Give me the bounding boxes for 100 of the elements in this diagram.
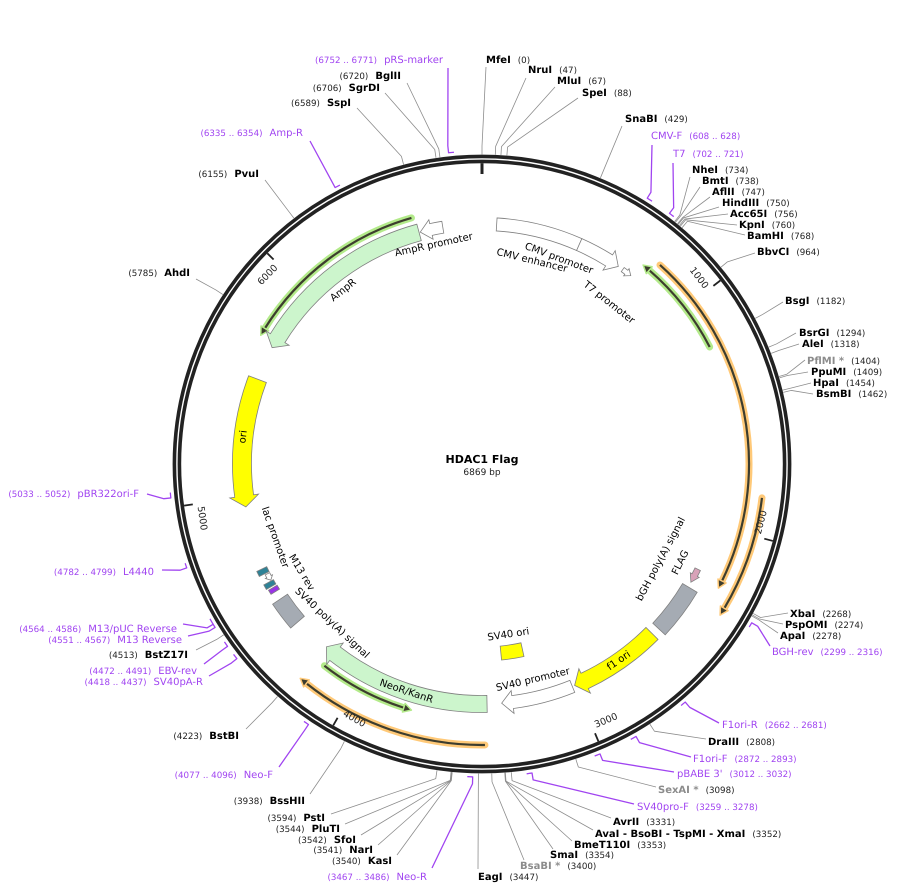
leader-line (682, 220, 746, 236)
cut-position: (3354) (585, 851, 614, 861)
enzyme-name: NheI (692, 165, 718, 176)
enzyme-name: NruI (528, 65, 552, 76)
enzyme-name: BbvCI (757, 247, 790, 258)
enzyme-name: PstI (303, 813, 325, 824)
cut-position: (2278) (812, 632, 842, 642)
leader-line (246, 696, 278, 730)
plasmid-name: HDAC1 Flag (446, 453, 518, 466)
leader-line (510, 772, 612, 818)
leader-line (360, 772, 452, 836)
cut-position: (429) (664, 115, 688, 125)
enzyme-name: SnaBI (625, 114, 658, 125)
leader-line (751, 616, 778, 634)
leader-line (754, 302, 784, 319)
cut-position: (2274) (834, 621, 864, 631)
leader-line (680, 219, 738, 227)
enzyme-name: EagI (478, 872, 502, 883)
enzyme-name: BsmBI (816, 389, 852, 400)
primer-position: (4551 .. 4567) (48, 636, 110, 646)
leader-line (196, 278, 224, 295)
leader-line (406, 82, 440, 158)
enzyme-name: PvuI (234, 169, 259, 180)
leader-line (649, 724, 706, 740)
enzyme-name: PpuMI (811, 367, 846, 378)
feature-box (268, 584, 280, 595)
leader-line (677, 196, 710, 224)
cut-position: (3331) (646, 818, 676, 828)
enzyme-name: SfoI (334, 835, 356, 846)
enzyme-name: KasI (368, 856, 392, 867)
cut-position: (4223) (173, 732, 202, 742)
cut-position: (88) (614, 89, 632, 99)
leader-line (679, 214, 728, 226)
cut-position: (3400) (567, 862, 596, 872)
leader-line (482, 66, 486, 155)
primer-position: (608 .. 628) (689, 132, 740, 142)
cut-position: (3447) (509, 873, 538, 883)
leader-line (264, 180, 294, 219)
feature-block (620, 267, 632, 276)
leader-line (782, 382, 812, 391)
primer-position: (3467 .. 3486) (327, 873, 390, 883)
enzyme-name: BmtI (702, 176, 729, 187)
primer-position: (5033 .. 5052) (8, 490, 70, 500)
enzyme-name: PluTI (312, 824, 340, 835)
enzyme-name: SpeI (582, 88, 607, 99)
enzyme-name: MluI (557, 76, 582, 87)
enzyme-name: SmaI (550, 850, 578, 861)
enzyme-name: SgrDI (348, 83, 380, 94)
leader-line (182, 618, 214, 629)
primer-position: (2299 .. 2316) (820, 648, 883, 658)
cut-position: (1318) (830, 340, 860, 350)
primer-name: M13 Reverse (117, 635, 182, 646)
leader-line (494, 78, 526, 156)
primer-name: Amp-R (270, 128, 303, 139)
enzyme-name: XbaI (790, 609, 816, 620)
feature-label: ori (237, 430, 250, 444)
cut-position: (3594) (268, 814, 296, 824)
leader-line (768, 332, 796, 348)
enzyme-name: PspOMI (785, 620, 828, 631)
enzyme-name: AvrII (613, 817, 640, 828)
leader-line (630, 736, 692, 758)
leader-line (196, 634, 224, 650)
cut-position: (1294) (836, 329, 866, 339)
cut-position: (760) (772, 221, 796, 231)
feature-box (500, 642, 524, 660)
primer-name: F1ori-F (693, 754, 728, 765)
feature-block (690, 568, 701, 583)
cut-position: (768) (790, 232, 814, 242)
primer-name: SV40pA-R (154, 677, 203, 688)
primer-position: (6752 .. 6771) (315, 56, 378, 66)
leader-line (506, 98, 578, 156)
primer-name: F1ori-R (722, 720, 758, 731)
leader-line (668, 163, 674, 218)
leader-line (674, 176, 690, 222)
cut-position: (747) (742, 188, 765, 198)
leader-line (208, 654, 238, 677)
enzyme-name: BglII (375, 71, 401, 82)
primer-name: T7 (673, 149, 686, 160)
leader-line (188, 623, 216, 637)
primer-name: EBV-rev (158, 666, 197, 677)
primer-name: BGH-rev (772, 647, 814, 658)
primer-position: (3012 .. 3032) (730, 770, 792, 780)
leader-line (770, 344, 800, 354)
scale-label: 2000 (752, 509, 770, 536)
leader-line (675, 186, 700, 223)
feature-block (574, 627, 658, 694)
cut-position: (2808) (746, 738, 776, 748)
enzyme-name: SexAI * (658, 785, 699, 796)
leader-line (720, 252, 756, 268)
cut-position: (3541) (313, 846, 342, 856)
enzyme-name: HpaI (813, 378, 839, 389)
leader-line (356, 108, 404, 165)
cut-position: (5785) (128, 269, 158, 279)
enzyme-name: NarI (349, 845, 373, 856)
primer-name: pBABE 3' (677, 769, 723, 780)
leader-line (748, 622, 771, 646)
leader-line (500, 86, 556, 156)
feature-block (264, 572, 273, 580)
cut-position: (734) (725, 166, 748, 176)
enzyme-name: MfeI (486, 55, 511, 66)
